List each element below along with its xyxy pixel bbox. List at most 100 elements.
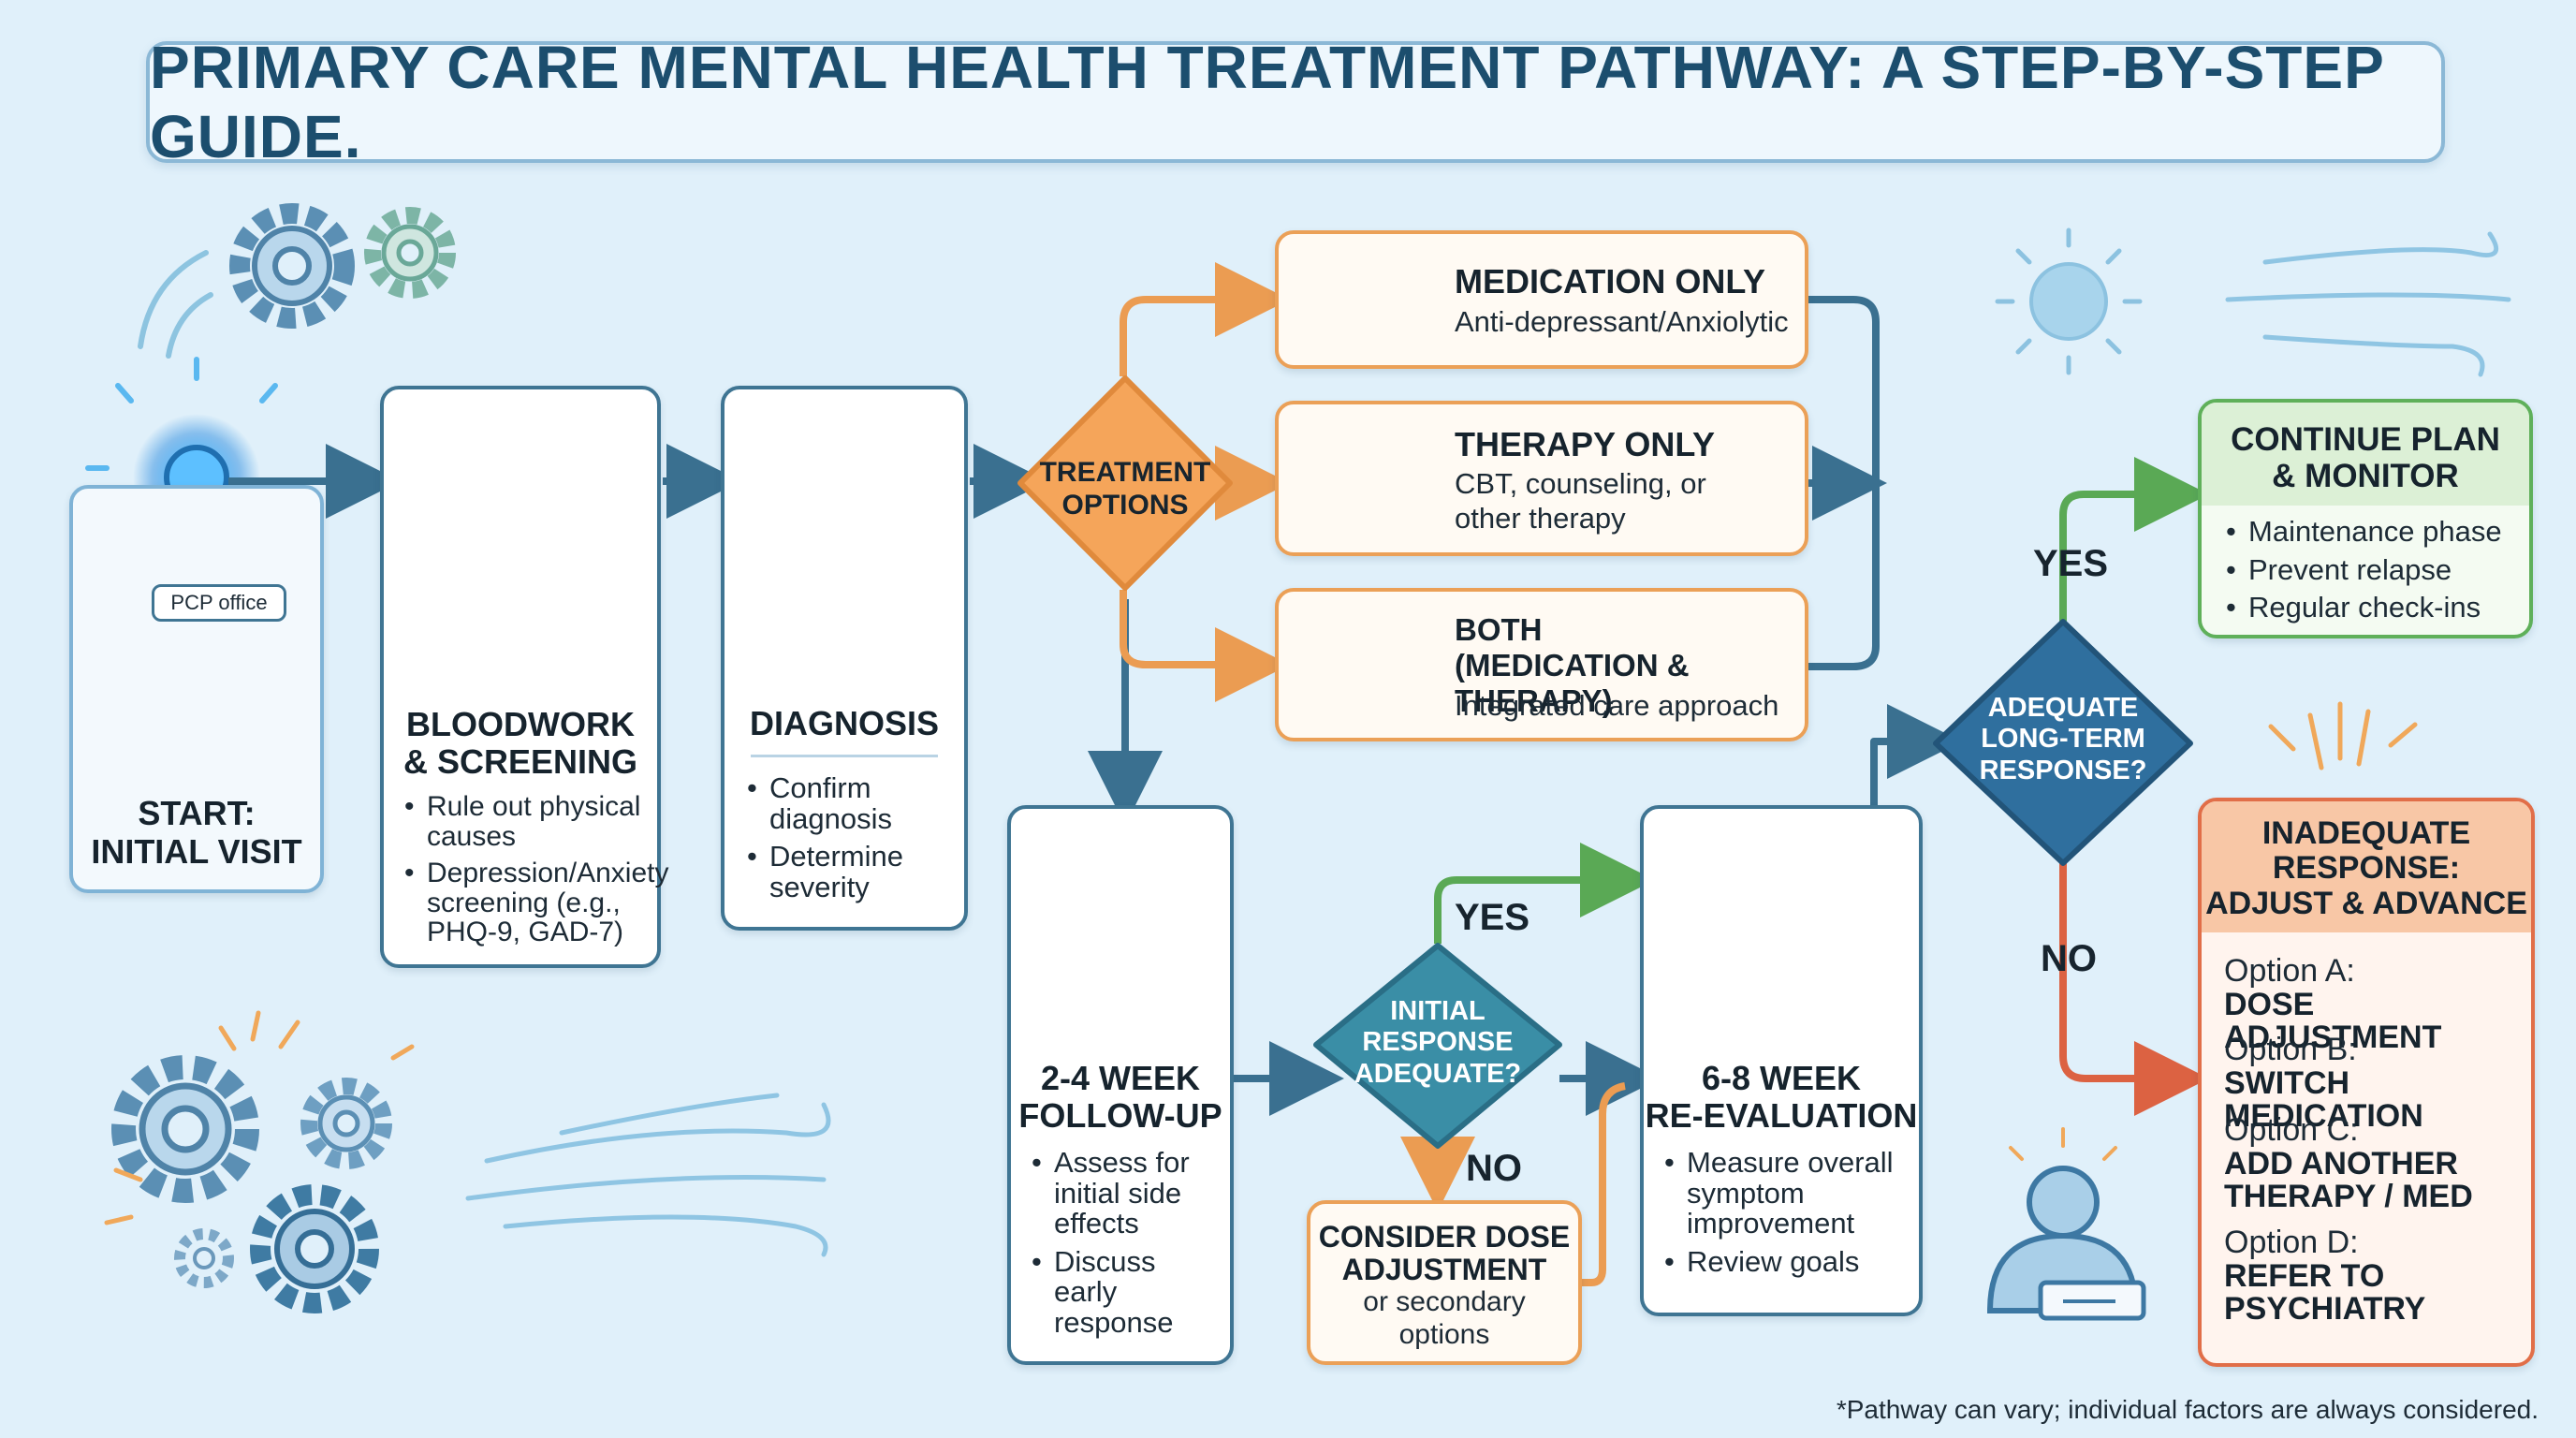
consider-dose-title: CONSIDER DOSE ADJUSTMENT [1310, 1220, 1578, 1287]
continue-plan-title: CONTINUE PLAN & MONITOR [2202, 421, 2529, 494]
continue-plan-header [2202, 403, 2529, 506]
option-d-text-line1: REFER TO [2224, 1257, 2385, 1294]
list-item: Prevent relapse [2222, 554, 2522, 586]
option-d: Option D: REFER TO PSYCHIATRY [2224, 1225, 2426, 1328]
inadequate-title-line3: ADJUST & ADVANCE [2205, 885, 2527, 921]
followup-list: Assess for initial side effects Discuss … [1028, 1147, 1215, 1345]
consider-dose-subtitle: or secondary options [1310, 1286, 1578, 1351]
connector-initial-yes [1434, 843, 1655, 944]
inadequate-title-line1: INADEQUATE [2261, 815, 2471, 851]
therapy-only-box: THERAPY ONLY CBT, counseling, or other t… [1275, 401, 1808, 556]
therapy-only-subtitle: CBT, counseling, or other therapy [1455, 466, 1706, 536]
both-subtitle: Integrated care approach [1455, 689, 1779, 722]
longterm-line3: RESPONSE? [1979, 755, 2147, 785]
consider-dose-line2: ADJUSTMENT [1341, 1253, 1547, 1287]
followup-box: 2-4 WEEK FOLLOW-UP Assess for initial si… [1007, 805, 1234, 1365]
bloodwork-box: BLOODWORK & SCREENING Rule out physical … [380, 386, 668, 968]
option-c-label: Option C: [2224, 1112, 2359, 1148]
list-item: Discuss early response [1028, 1246, 1215, 1339]
treatment-options-line1: TREATMENT [1039, 457, 1211, 488]
both-box: BOTH (MEDICATION & THERAPY) Integrated c… [1275, 588, 1808, 741]
longterm-response-label: ADEQUATE LONG-TERM RESPONSE? [1958, 693, 2168, 786]
swirl-icon [138, 250, 213, 359]
wind-icon [465, 1093, 831, 1257]
therapy-only-subtitle-line1: CBT, counseling, or [1455, 467, 1706, 500]
connector-longterm-no [2059, 861, 2209, 1116]
gear-icon [300, 1078, 392, 1169]
gear-icon [111, 1055, 259, 1203]
therapy-only-title: THERAPY ONLY [1455, 425, 1716, 463]
medication-only-subtitle: Anti-depressant/Anxiolytic [1455, 305, 1789, 338]
sparkle-icon [2268, 701, 2418, 770]
option-a-label: Option A: [2224, 953, 2355, 989]
option-d-label: Option D: [2224, 1225, 2359, 1260]
connector-treatment-medication [1120, 262, 1290, 376]
consider-dose-line4: options [1398, 1318, 1490, 1350]
page-title: PRIMARY CARE MENTAL HEALTH TREATMENT PAT… [150, 34, 2384, 170]
continue-plan-box: CONTINUE PLAN & MONITOR Maintenance phas… [2198, 399, 2533, 638]
diagnosis-title: DIAGNOSIS [749, 704, 940, 742]
diagnosis-divider [751, 755, 938, 757]
consider-dose-box: CONSIDER DOSE ADJUSTMENT or secondary op… [1307, 1200, 1582, 1365]
option-b: Option B: SWITCH MEDICATION [2224, 1032, 2531, 1134]
longterm-no-label: NO [2041, 938, 2097, 979]
title-banner: PRIMARY CARE MENTAL HEALTH TREATMENT PAT… [146, 34, 2445, 170]
consider-dose-line3: or secondary [1363, 1286, 1526, 1317]
reevaluation-box: 6-8 WEEK RE-EVALUATION Measure overall s… [1640, 805, 1923, 1316]
inadequate-header [2202, 801, 2531, 932]
list-item: Regular check-ins [2222, 593, 2522, 624]
pcp-office-badge: PCP office [152, 584, 286, 622]
option-b-label: Option B: [2224, 1032, 2357, 1067]
list-item: Measure overall symptom improvement [1661, 1147, 1913, 1240]
bloodwork-title-line2: & SCREENING [402, 742, 638, 782]
initial-no-label: NO [1466, 1148, 1522, 1189]
bloodwork-list: Rule out physical causes Depression/Anxi… [401, 792, 668, 955]
continue-plan-title-line2: & MONITOR [2272, 458, 2459, 495]
followup-title: 2-4 WEEK FOLLOW-UP [1011, 1059, 1230, 1136]
option-a: Option A: DOSE ADJUSTMENT [2224, 953, 2531, 1056]
option-c-text-line2: THERAPY / MED [2224, 1179, 2473, 1215]
option-c-text-line1: ADD ANOTHER [2224, 1145, 2458, 1181]
footnote: *Pathway can vary; individual factors ar… [1836, 1395, 2539, 1424]
person-icon [1986, 1166, 2146, 1321]
list-item: Review goals [1661, 1246, 1913, 1278]
wind-icon [2225, 231, 2511, 377]
list-item: Assess for initial side effects [1028, 1147, 1215, 1240]
list-item: Rule out physical causes [401, 792, 655, 851]
option-d-text-line2: PSYCHIATRY [2224, 1291, 2426, 1328]
initial-response-diamond [1313, 943, 1562, 1149]
start-label-line2: INITIAL VISIT [91, 832, 302, 872]
connector-reeval-longterm [1870, 704, 1962, 805]
gear-icon [250, 1184, 379, 1313]
gear-icon [174, 1228, 234, 1288]
initial-yes-label: YES [1455, 897, 1530, 938]
treatment-options-line2: OPTIONS [1061, 489, 1189, 521]
list-item: Maintenance phase [2222, 516, 2522, 548]
followup-title-line1: 2-4 WEEK [1040, 1059, 1201, 1097]
option-c: Option C: ADD ANOTHER THERAPY / MED [2224, 1112, 2473, 1215]
bloodwork-title-line1: BLOODWORK [406, 705, 635, 743]
sun-icon [1995, 227, 2143, 375]
list-item: Determine severity [743, 841, 959, 902]
list-item: Depression/Anxiety screening (e.g., PHQ-… [401, 858, 668, 947]
medication-only-title: MEDICATION ONLY [1455, 262, 1766, 301]
both-title-line2: (MEDICATION & THERAPY) [1455, 647, 1690, 718]
longterm-line1: ADEQUATE [1987, 693, 2139, 723]
reevaluation-title: 6-8 WEEK RE-EVALUATION [1644, 1059, 1919, 1136]
bloodwork-title: BLOODWORK & SCREENING [384, 705, 657, 782]
longterm-response-diamond [1933, 619, 2193, 866]
inadequate-response-box: INADEQUATE RESPONSE: ADJUST & ADVANCE Op… [2198, 798, 2535, 1367]
both-title-line1: BOTH [1455, 612, 1543, 647]
sparkle-icon [104, 1010, 415, 1225]
longterm-line2: LONG-TERM [1981, 724, 2145, 755]
gear-icon [364, 207, 456, 299]
consider-dose-line1: CONSIDER DOSE [1318, 1220, 1571, 1254]
initial-response-label: INITIAL RESPONSE ADEQUATE? [1339, 996, 1537, 1090]
initial-response-line3: ADEQUATE? [1354, 1058, 1522, 1089]
start-label: START: INITIAL VISIT [73, 794, 320, 872]
option-a-text: DOSE ADJUSTMENT [2224, 986, 2442, 1056]
inadequate-title: INADEQUATE RESPONSE: ADJUST & ADVANCE [2202, 815, 2531, 921]
treatment-options-diamond [1017, 375, 1233, 591]
therapy-only-subtitle-line2: other therapy [1455, 502, 1626, 536]
both-title: BOTH (MEDICATION & THERAPY) [1455, 612, 1805, 719]
